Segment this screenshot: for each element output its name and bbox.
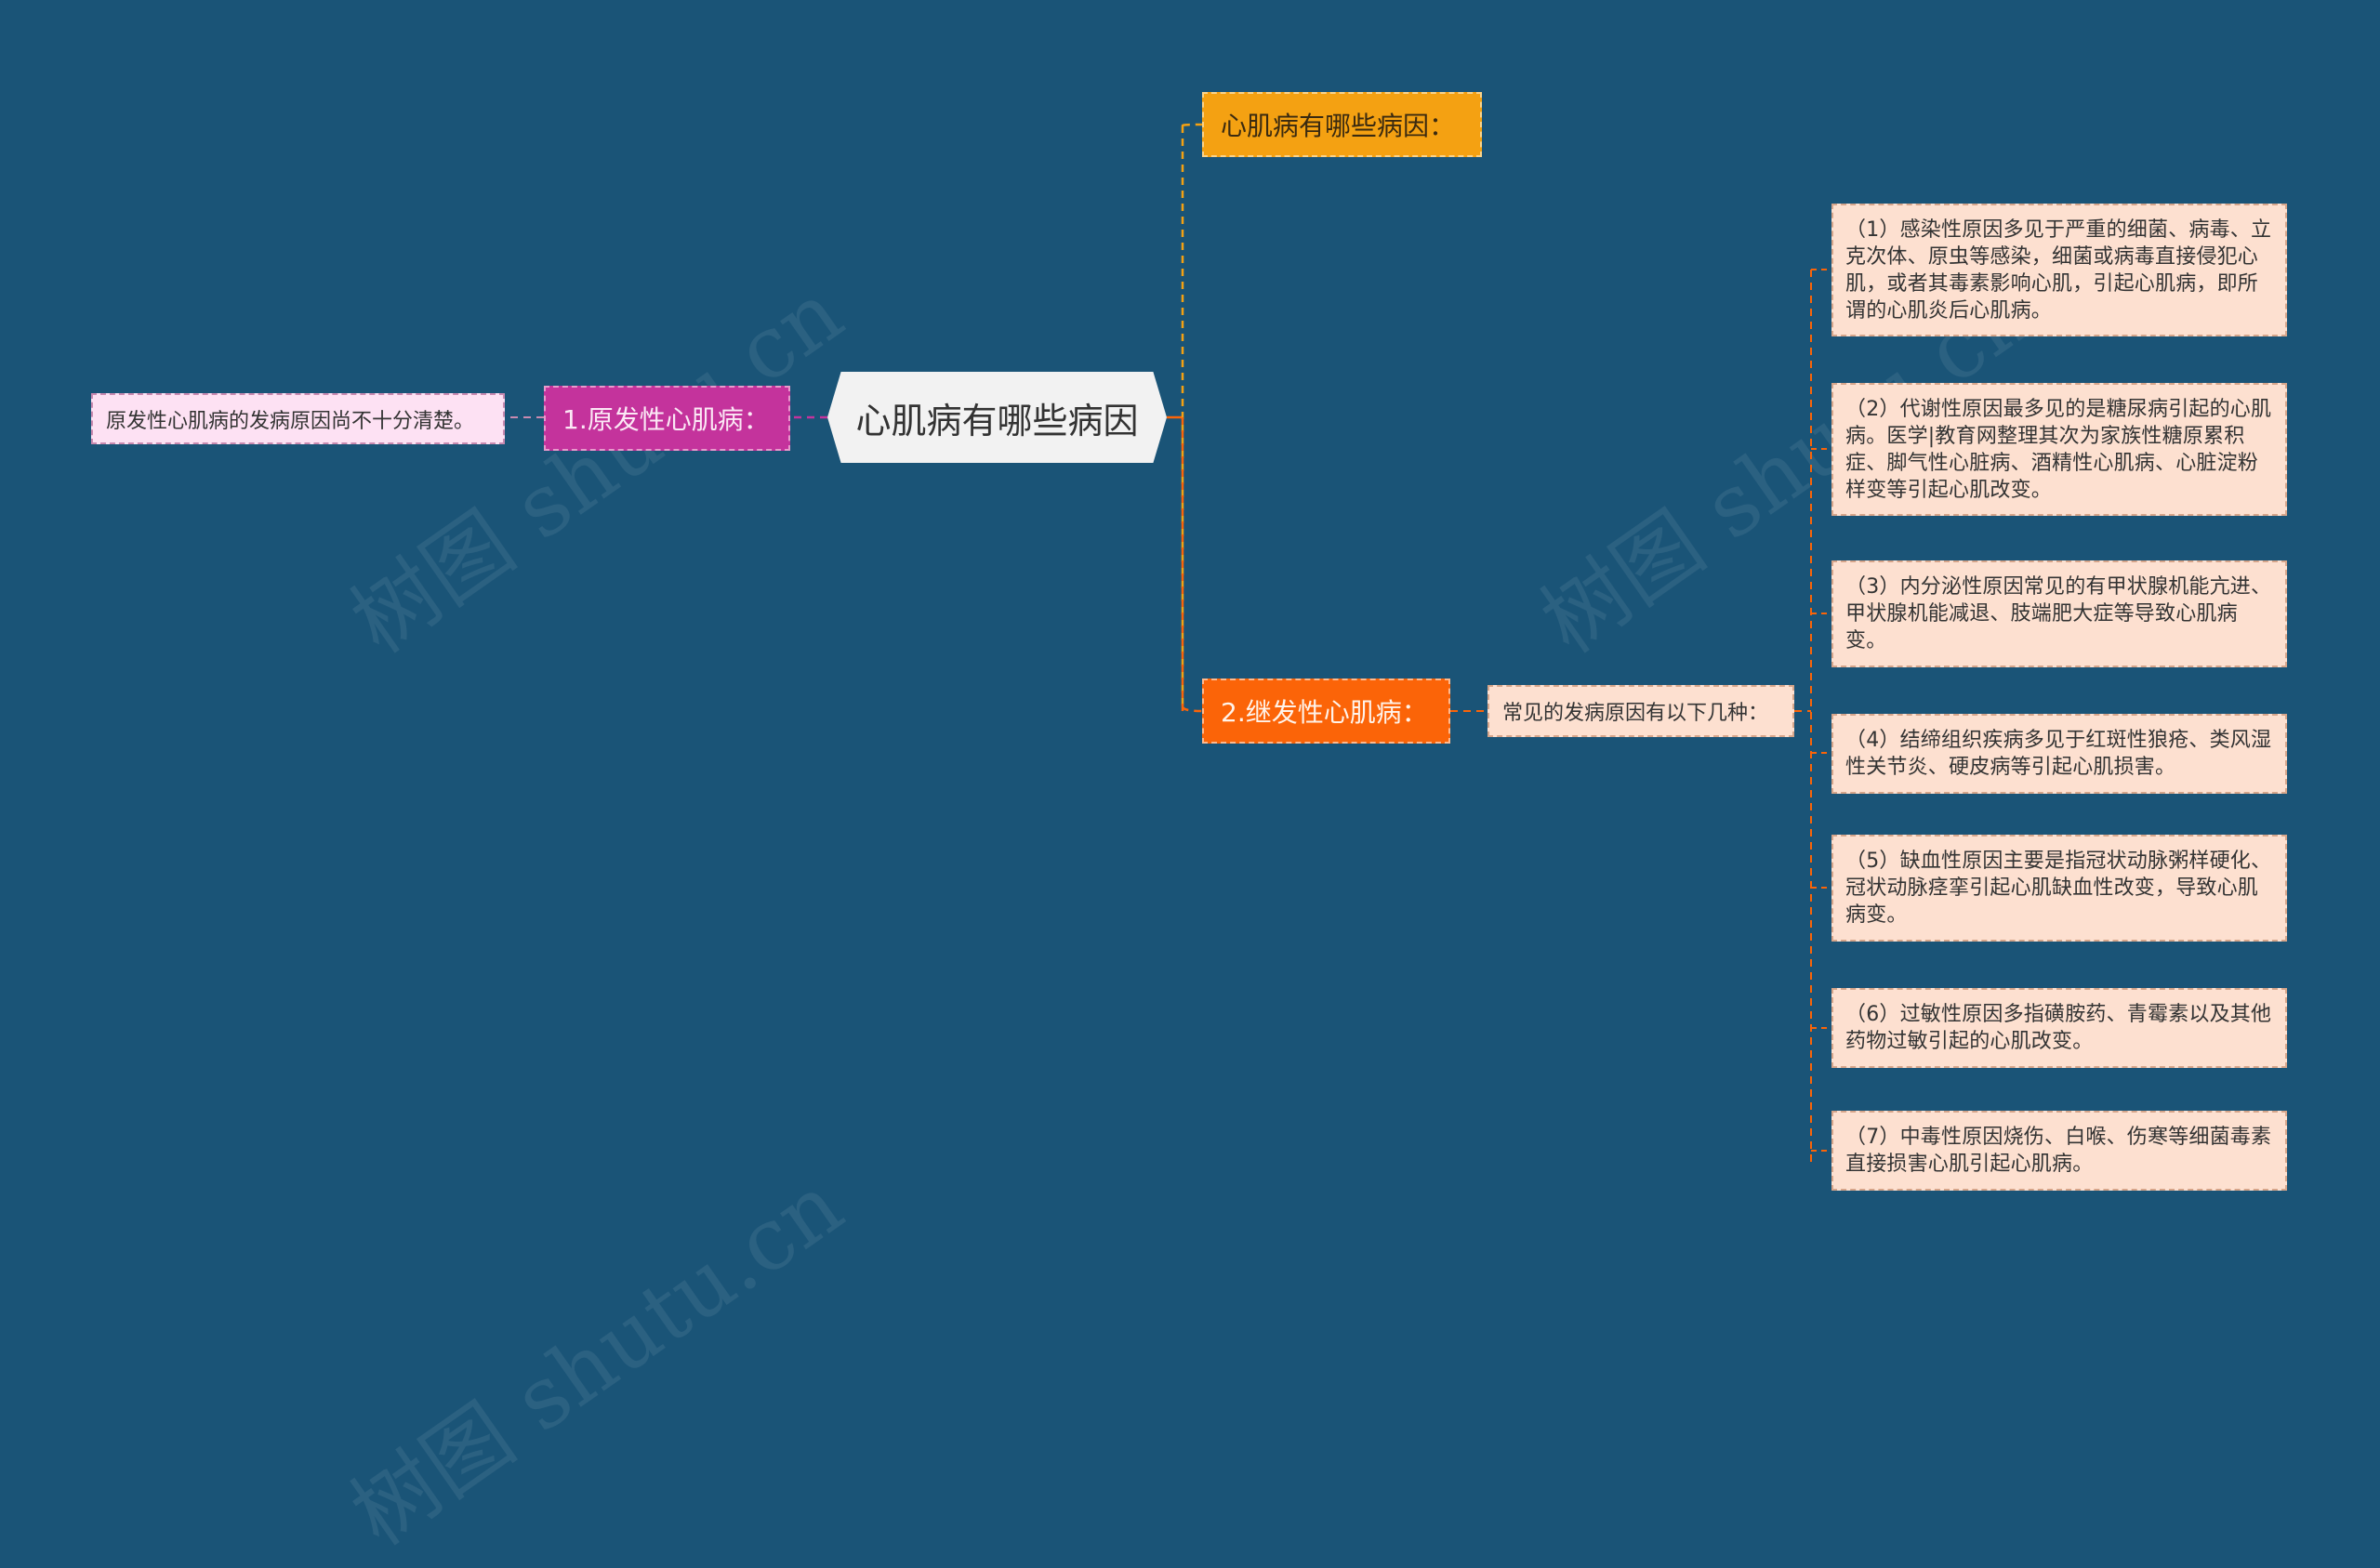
branch-question-label: 心肌病有哪些病因： xyxy=(1221,111,1456,141)
branch-primary-cardiomyopathy[interactable]: 1.原发性心肌病： xyxy=(544,386,790,451)
cause-item-connective-tissue[interactable]: （4）结缔组织疾病多见于红斑性狼疮、类风湿性关节炎、硬皮病等引起心肌损害。 xyxy=(1831,714,2287,794)
cause-text: （7）中毒性原因烧伤、白喉、伤寒等细菌毒素直接损害心肌引起心肌病。 xyxy=(1845,1126,2272,1176)
cause-text: （1）感染性原因多见于严重的细菌、病毒、立克次体、原虫等感染，细菌或病毒直接侵犯… xyxy=(1845,218,2272,323)
cause-item-toxic[interactable]: （7）中毒性原因烧伤、白喉、伤寒等细菌毒素直接损害心肌引起心肌病。 xyxy=(1831,1111,2287,1191)
secondary-causes-intro[interactable]: 常见的发病原因有以下几种： xyxy=(1488,685,1794,737)
cause-item-endocrine[interactable]: （3）内分泌性原因常见的有甲状腺机能亢进、甲状腺机能减退、肢端肥大症等导致心肌病… xyxy=(1831,560,2287,667)
root-topic-label: 心肌病有哪些病因 xyxy=(855,400,1139,441)
cause-item-allergic[interactable]: （6）过敏性原因多指磺胺药、青霉素以及其他药物过敏引起的心肌改变。 xyxy=(1831,988,2287,1068)
cause-item-infectious[interactable]: （1）感染性原因多见于严重的细菌、病毒、立克次体、原虫等感染，细菌或病毒直接侵犯… xyxy=(1831,204,2287,336)
root-topic[interactable]: 心肌病有哪些病因 xyxy=(827,372,1167,463)
branch-secondary-cardiomyopathy[interactable]: 2.继发性心肌病： xyxy=(1202,679,1450,744)
cause-text: （4）结缔组织疾病多见于红斑性狼疮、类风湿性关节炎、硬皮病等引起心肌损害。 xyxy=(1845,729,2272,779)
branch-question[interactable]: 心肌病有哪些病因： xyxy=(1202,92,1482,157)
cause-item-metabolic[interactable]: （2）代谢性原因最多见的是糖尿病引起的心肌病。医学|教育网整理其次为家族性糖原累… xyxy=(1831,383,2287,516)
cause-text: （5）缺血性原因主要是指冠状动脉粥样硬化、冠状动脉痉挛引起心肌缺血性改变，导致心… xyxy=(1845,850,2272,927)
cause-text: （6）过敏性原因多指磺胺药、青霉素以及其他药物过敏引起的心肌改变。 xyxy=(1845,1003,2272,1053)
cause-item-ischemic[interactable]: （5）缺血性原因主要是指冠状动脉粥样硬化、冠状动脉痉挛引起心肌缺血性改变，导致心… xyxy=(1831,835,2287,942)
branch-primary-label: 1.原发性心肌病： xyxy=(562,404,770,435)
connector-lines xyxy=(505,123,1831,1166)
primary-cause-text: 原发性心肌病的发病原因尚不十分清楚。 xyxy=(106,409,475,433)
secondary-intro-text: 常见的发病原因有以下几种： xyxy=(1502,702,1769,725)
cause-text: （3）内分泌性原因常见的有甲状腺机能亢进、甲状腺机能减退、肢端肥大症等导致心肌病… xyxy=(1845,575,2272,652)
branch-secondary-label: 2.继发性心肌病： xyxy=(1221,697,1428,728)
primary-cause-note[interactable]: 原发性心肌病的发病原因尚不十分清楚。 xyxy=(91,393,505,444)
cause-text: （2）代谢性原因最多见的是糖尿病引起的心肌病。医学|教育网整理其次为家族性糖原累… xyxy=(1845,398,2272,502)
mind-map-canvas: 树图 shutu.cn 树图 shutu.cn 树图 shutu.cn 心肌病有… xyxy=(91,92,2287,1564)
